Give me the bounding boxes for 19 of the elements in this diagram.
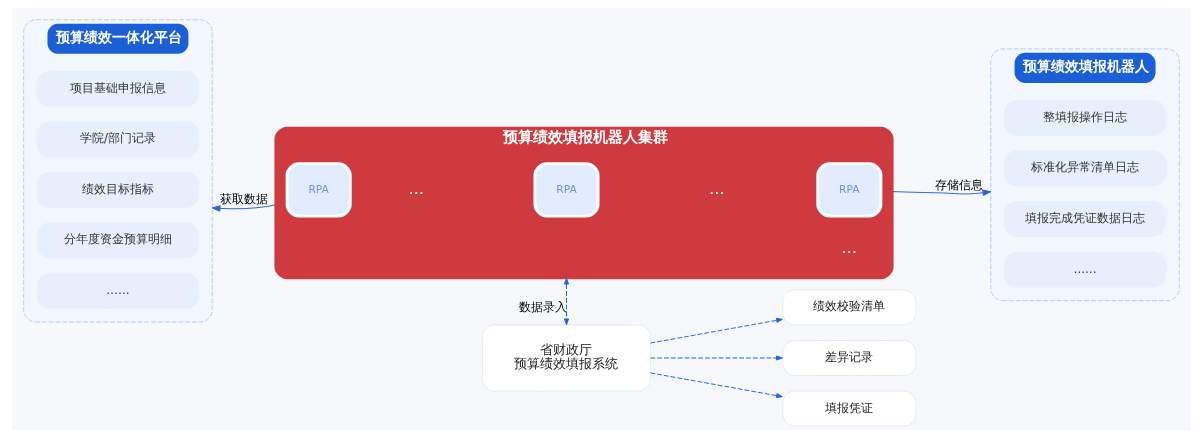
arrow (564, 277, 570, 326)
node-box: 绩效校验清单 (782, 289, 917, 326)
node-box: 填报凭证 (782, 390, 917, 427)
label: … (841, 238, 858, 257)
arrow (650, 317, 783, 344)
label: … (408, 179, 425, 198)
arrow (650, 355, 783, 361)
node-box: RPA (816, 162, 883, 218)
edge-label: 存储信息 (935, 178, 984, 193)
arrow (211, 204, 276, 212)
arrow (892, 189, 992, 196)
label: … (708, 179, 725, 198)
node-box: 省财政厅 预算绩效填报系统 (481, 324, 652, 392)
edge-label: 获取数据 (219, 192, 268, 207)
arrow (650, 372, 783, 399)
edge-label: 数据录入 (518, 299, 567, 314)
node-box: RPA (285, 162, 352, 218)
node-box: RPA (533, 162, 600, 218)
node-box: 差异记录 (782, 340, 917, 376)
